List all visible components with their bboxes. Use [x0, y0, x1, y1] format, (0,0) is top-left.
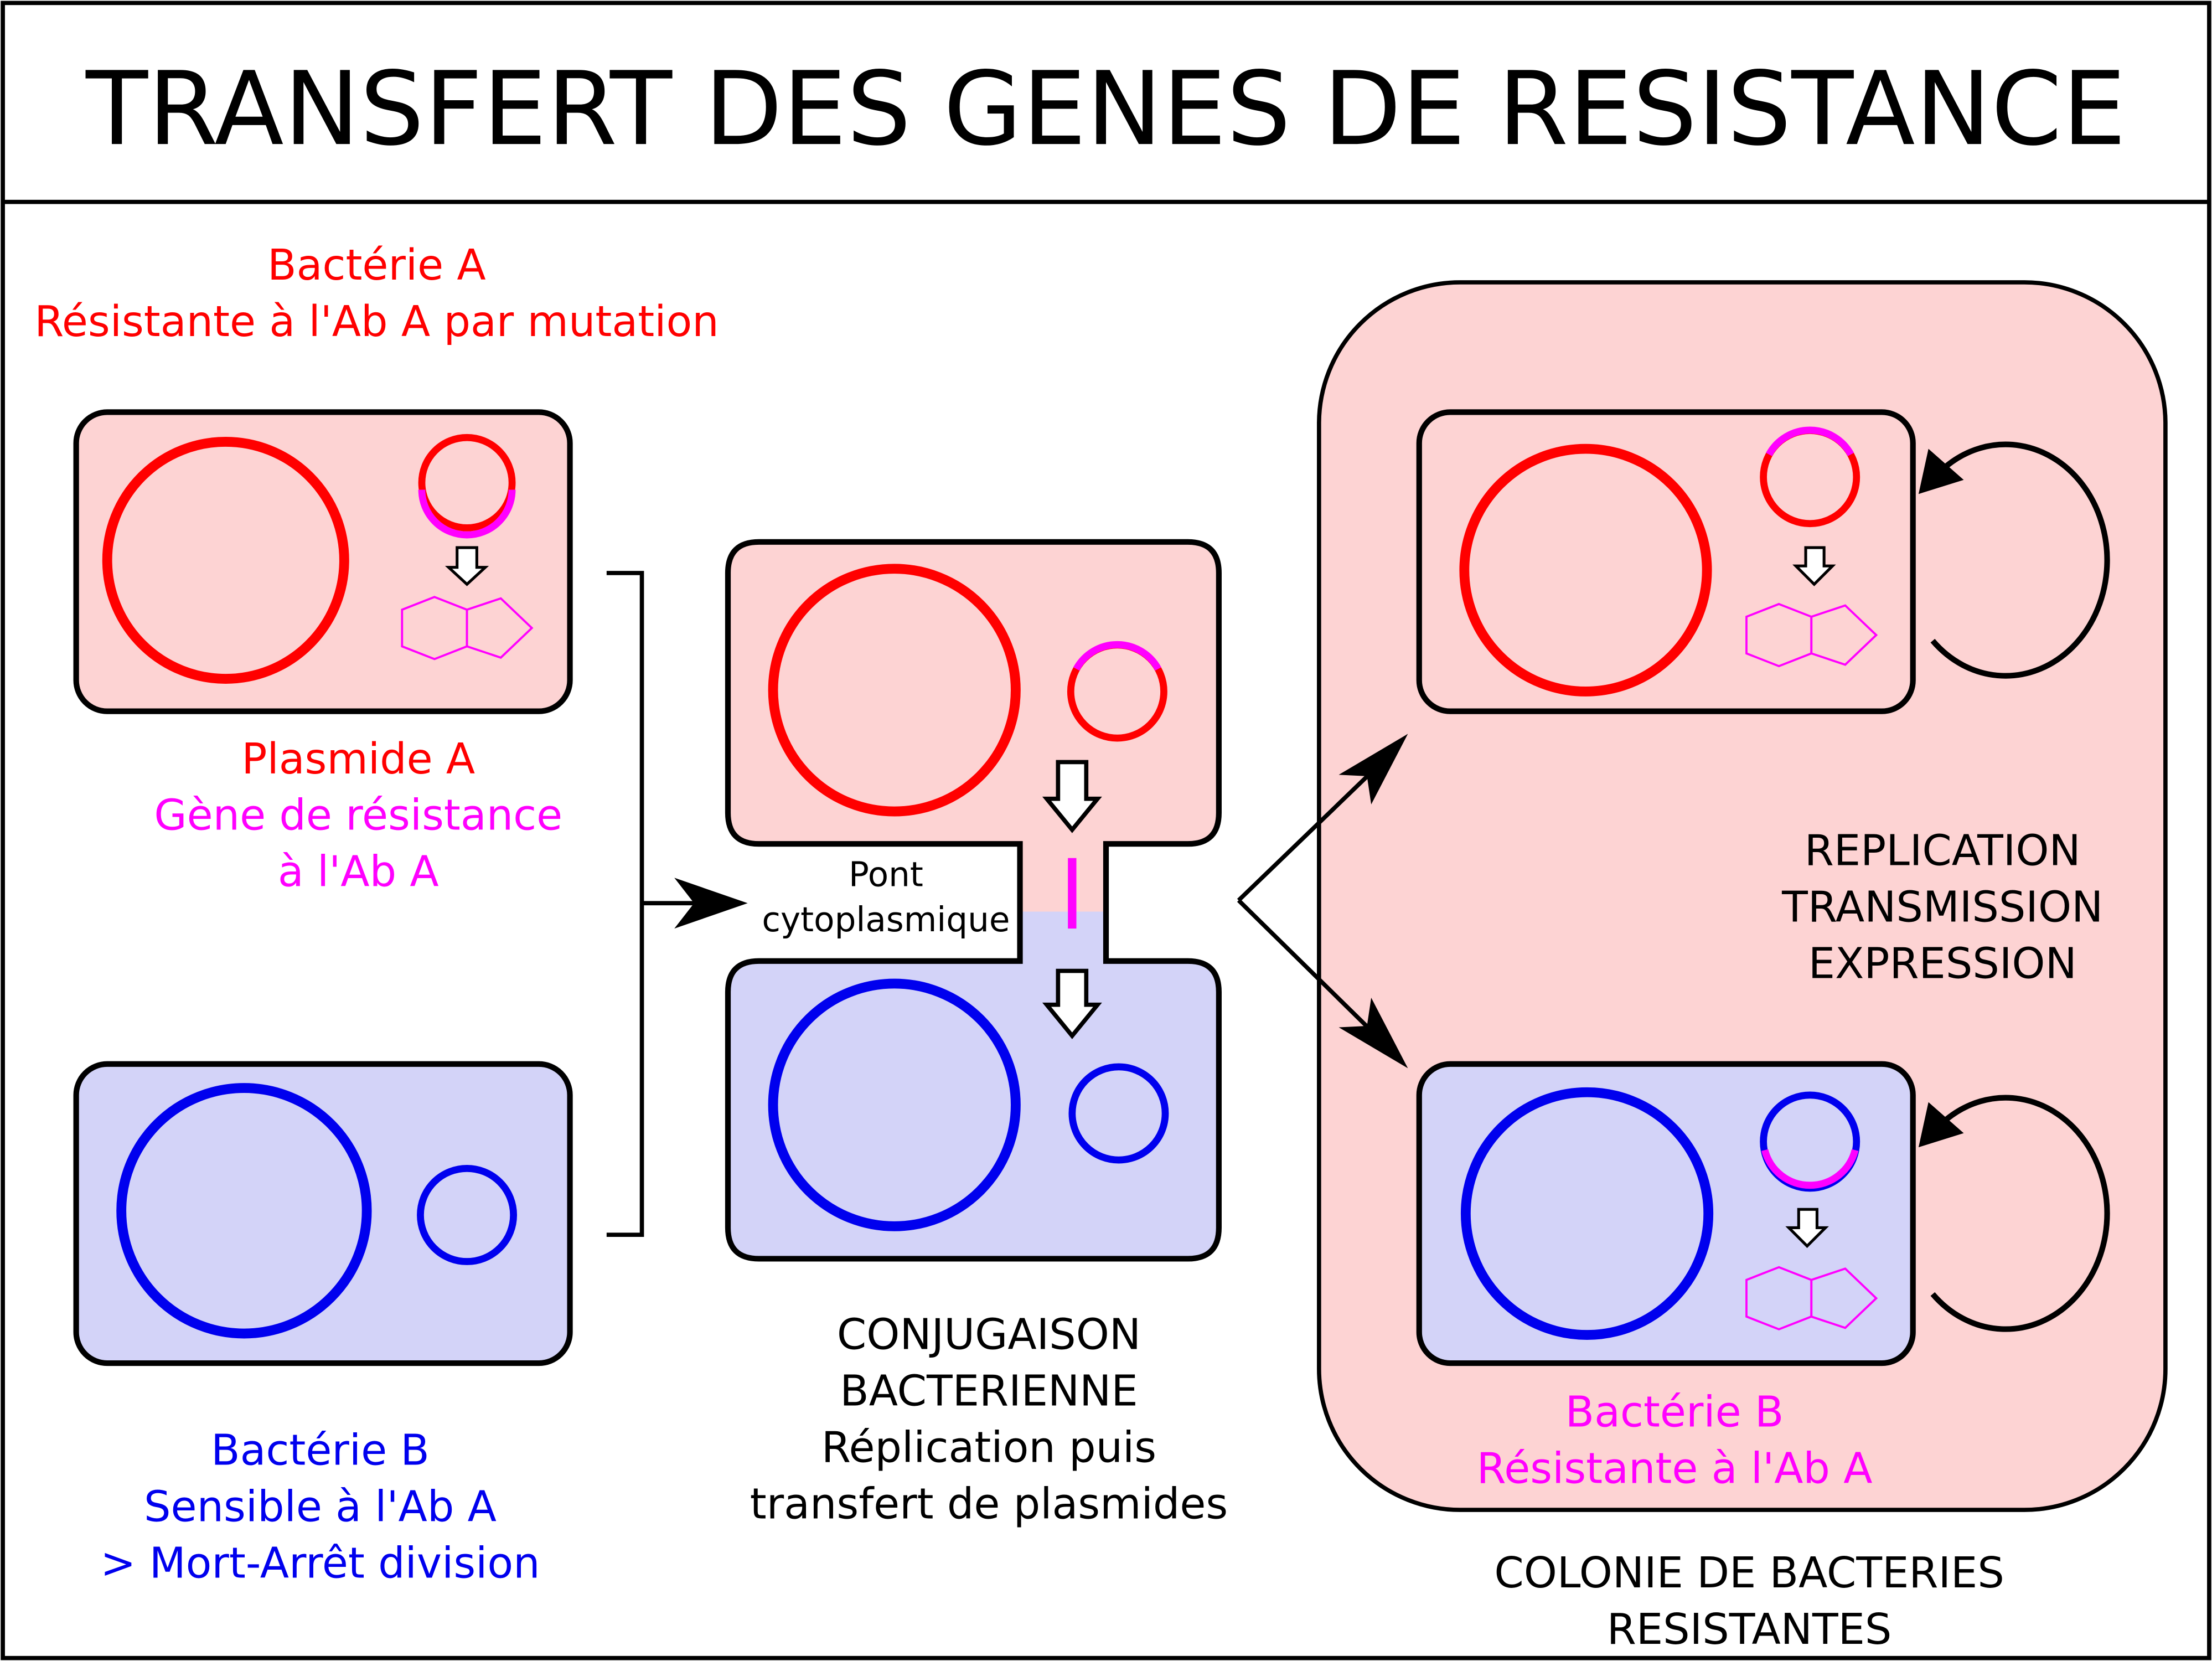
recipient-transfer-arrow — [1042, 968, 1102, 1039]
colony-caption-line2: RESISTANTES — [1607, 1605, 1892, 1654]
colony-bacteria-b-cell — [1416, 1061, 1916, 1366]
bacteria-a-plasmid — [418, 434, 516, 532]
conjugation-pair — [725, 539, 1222, 1262]
conjugation-caption-line2: BACTERIENNE — [840, 1367, 1138, 1416]
resistant-b-caption: Bactérie B Résistante à l'Ab A — [1477, 1388, 1873, 1494]
bacteria-b-caption: Bactérie B Sensible à l'Ab A > Mort-Arrê… — [100, 1426, 540, 1588]
colony-bacteria-b-protein-molecule — [1745, 1266, 1878, 1330]
conjugation-caption-line1: CONJUGAISON — [837, 1311, 1141, 1360]
bacteria-b — [73, 1061, 573, 1366]
colony-bacteria-b-plasmid-gene — [1761, 1149, 1859, 1189]
donor-cell — [728, 541, 1219, 912]
bacteria-a-caption-line2: Résistante à l'Ab A par mutation — [34, 297, 719, 347]
bacteria-a-caption: Bactérie A Résistante à l'Ab A par mutat… — [34, 241, 719, 347]
bacteria-a-caption-line1: Bactérie A — [267, 241, 486, 290]
plasmid-caption-line1: Plasmide A — [241, 735, 475, 784]
bacteria-b-cell — [73, 1061, 573, 1366]
resistant-b-caption-line2: Résistante à l'Ab A — [1477, 1445, 1873, 1494]
replication-loop-bottom — [1918, 1095, 2110, 1332]
replication-caption-line3: EXPRESSION — [1808, 939, 2077, 988]
colony-bacteria-a-chromosome — [1459, 443, 1712, 697]
recipient-cell — [728, 911, 1219, 1259]
colony-bacteria-a-cell — [1416, 409, 1916, 714]
colony-bacteria-a-protein-molecule — [1745, 602, 1878, 668]
conjugation-caption: CONJUGAISON BACTERIENNE Réplication puis… — [750, 1311, 1228, 1529]
recipient-chromosome — [768, 978, 1021, 1231]
bacteria-b-chromosome — [116, 1083, 372, 1339]
bacteria-b-caption-line2: Sensible à l'Ab A — [144, 1482, 497, 1531]
fork-arrows — [1237, 734, 1408, 1069]
replication-loop-top — [1918, 441, 2110, 679]
gene-caption-line2: à l'Ab A — [278, 848, 439, 897]
colony-bacteria-a-expression-arrow — [1792, 546, 1836, 586]
replication-caption-line2: TRANSMISSION — [1781, 883, 2103, 932]
bacteria-a-plasmid-gene — [418, 489, 516, 539]
colony-bacteria-a-plasmid-gene — [1766, 426, 1854, 456]
replication-caption: REPLICATION TRANSMISSION EXPRESSION — [1781, 826, 2103, 988]
donor-transfer-arrow — [1042, 760, 1102, 833]
colony-bacteria-b — [1416, 1061, 1916, 1366]
merge-bracket — [606, 571, 748, 1237]
conjugation-caption-line3: Réplication puis — [821, 1423, 1156, 1472]
resistant-b-caption-line1: Bactérie B — [1565, 1388, 1784, 1437]
replication-caption-line1: REPLICATION — [1805, 826, 2081, 875]
bacteria-b-caption-line3: > Mort-Arrêt division — [100, 1539, 540, 1588]
bacteria-a-protein-molecule — [401, 596, 534, 661]
colony-bacteria-b-chromosome — [1460, 1087, 1714, 1340]
conjugation-outline — [725, 539, 1222, 1262]
colony-bacteria-b-expression-arrow — [1785, 1208, 1829, 1249]
bacteria-a-expression-arrow — [445, 546, 489, 586]
bridge-caption-line2: cytoplasmique — [762, 900, 1010, 940]
colony-caption: COLONIE DE BACTERIES RESISTANTES — [1494, 1549, 2004, 1654]
gene-caption-line1: Gène de résistance — [154, 791, 562, 840]
bridge-caption: Pont cytoplasmique — [762, 855, 1010, 940]
plasmid-caption: Plasmide A Gène de résistance à l'Ab A — [154, 735, 562, 897]
bacteria-b-caption-line1: Bactérie B — [211, 1426, 430, 1476]
bacteria-a-cell — [73, 409, 573, 714]
colony-caption-line1: COLONIE DE BACTERIES — [1494, 1549, 2004, 1598]
recipient-plasmid — [1068, 1063, 1169, 1164]
donor-chromosome — [768, 564, 1021, 817]
bacteria-a — [73, 409, 573, 714]
bacteria-b-plasmid — [417, 1164, 518, 1265]
colony-bacteria-a — [1416, 409, 1916, 714]
donor-plasmid-gene — [1073, 641, 1161, 671]
diagram-title: TRANSFERT DES GENES DE RESISTANCE — [85, 50, 2126, 168]
bridge-caption-line1: Pont — [849, 855, 923, 895]
conjugation-caption-line4: transfert de plasmides — [750, 1479, 1228, 1529]
bacteria-a-chromosome — [102, 436, 349, 684]
